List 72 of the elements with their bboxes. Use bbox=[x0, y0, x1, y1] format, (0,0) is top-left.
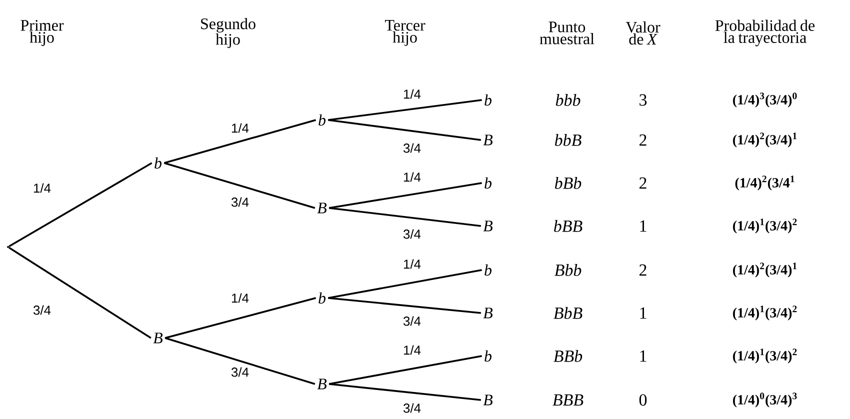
sample-point: bbb bbox=[556, 94, 580, 106]
path-probability: (1/4)$^{1}$(3/4)$^{2}$ bbox=[733, 218, 797, 234]
edge-label: 3/4 bbox=[402, 402, 422, 414]
branch-line bbox=[8, 246, 152, 339]
variable-value: 0 bbox=[639, 394, 647, 406]
variable-value: 1 bbox=[640, 307, 646, 319]
edge-label: 1/4 bbox=[402, 88, 422, 100]
branch-line bbox=[328, 207, 482, 227]
sample-point: BBb bbox=[554, 350, 582, 362]
branch-line bbox=[8, 162, 152, 248]
edge-label: 3/4 bbox=[32, 304, 52, 316]
column-header: Primer hijo bbox=[20, 20, 64, 46]
column-header: Valor de X bbox=[626, 21, 660, 45]
sample-point: bBB bbox=[554, 220, 582, 232]
path-probability: (1/4)$^{2}$(3/4)$^{1}$ bbox=[733, 132, 797, 148]
edge-label: 3/4 bbox=[402, 228, 422, 240]
outcome-letter: B bbox=[153, 332, 163, 344]
branch-line bbox=[328, 269, 482, 299]
sample-point: BbB bbox=[554, 307, 582, 319]
branch-line bbox=[164, 119, 316, 164]
sample-point: bBb bbox=[554, 177, 582, 189]
variable-value: 2 bbox=[640, 264, 646, 276]
edge-label: 3/4 bbox=[402, 315, 422, 327]
path-probability: (1/4)$^{0}$(3/4)$^{3}$ bbox=[733, 392, 797, 408]
branch-line bbox=[328, 182, 482, 209]
branch-line bbox=[164, 337, 316, 385]
edge-label: 3/4 bbox=[230, 196, 250, 208]
outcome-letter: B bbox=[317, 202, 327, 214]
sample-point: BBB bbox=[552, 394, 584, 406]
outcome-letter: b bbox=[154, 157, 162, 169]
sample-point: bbB bbox=[554, 134, 582, 146]
branch-line bbox=[329, 383, 482, 401]
edge-label: 3/4 bbox=[230, 366, 250, 378]
edge-label: 1/4 bbox=[230, 122, 250, 134]
branch-line bbox=[328, 355, 482, 385]
edge-label: 1/4 bbox=[230, 292, 250, 304]
variable-value: 2 bbox=[640, 134, 646, 146]
outcome-letter: B bbox=[317, 378, 327, 390]
outcome-letter: b bbox=[484, 350, 492, 362]
outcome-letter: B bbox=[483, 394, 493, 406]
sample-point: Bbb bbox=[554, 264, 582, 276]
column-header: Punto muestral bbox=[540, 22, 594, 44]
column-header: Tercer hijo bbox=[384, 20, 426, 46]
branch-line bbox=[328, 119, 482, 141]
branch-line bbox=[328, 297, 481, 314]
outcome-letter: b bbox=[484, 264, 492, 276]
variable-value: 2 bbox=[640, 177, 646, 189]
path-probability: (1/4)$^{3}$(3/4)$^{0}$ bbox=[733, 92, 797, 108]
edge-label: 1/4 bbox=[402, 344, 422, 356]
outcome-letter: B bbox=[483, 308, 493, 318]
branch-line bbox=[164, 162, 316, 209]
edge-label: 1/4 bbox=[32, 182, 52, 194]
variable-value: 3 bbox=[640, 94, 647, 106]
variable-value: 1 bbox=[640, 220, 646, 232]
edge-label: 1/4 bbox=[402, 171, 422, 183]
path-probability: (1/4)$^{2}$(3/4)$^{1}$ bbox=[733, 262, 797, 278]
outcome-letter: b bbox=[484, 94, 492, 106]
column-header: Probabilidad de la trayectoria bbox=[715, 20, 815, 46]
edge-label: 3/4 bbox=[402, 142, 422, 154]
outcome-letter: b bbox=[484, 177, 492, 189]
path-probability: (1/4)$^{1}$(3/4)$^{2}$ bbox=[733, 348, 797, 364]
edge-label: 1/4 bbox=[402, 258, 422, 270]
outcome-letter: B bbox=[483, 134, 493, 146]
column-header: Segundo hijo bbox=[201, 18, 256, 48]
path-probability: (1/4)$^{1}$(3/4)$^{2}$ bbox=[733, 306, 797, 320]
path-probability: (1/4)$^{2}$(3/4$^{1}$ bbox=[735, 176, 794, 190]
outcome-letter: b bbox=[318, 292, 326, 304]
branch-line bbox=[164, 297, 316, 339]
outcome-letter: B bbox=[483, 220, 493, 232]
branch-line bbox=[328, 99, 482, 121]
outcome-letter: b bbox=[318, 114, 326, 126]
variable-value: 1 bbox=[640, 350, 646, 362]
